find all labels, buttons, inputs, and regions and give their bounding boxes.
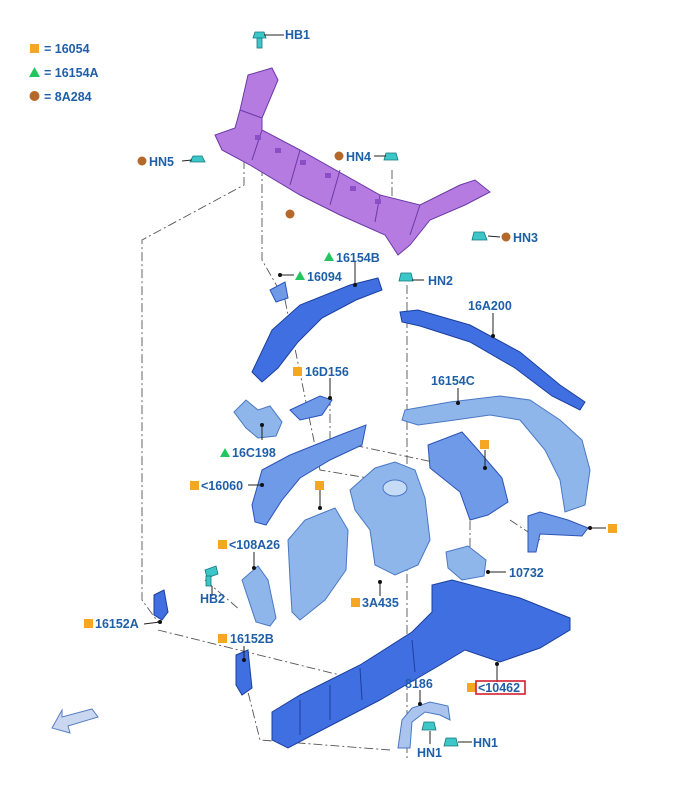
hn4-marker-icon xyxy=(334,151,344,161)
leader-lines xyxy=(143,34,606,744)
nut-hn3-icon xyxy=(471,231,488,241)
108a26-marker-icon xyxy=(218,540,227,549)
bracket-8186-part xyxy=(397,701,451,749)
right-bracket-marker-icon xyxy=(480,440,489,449)
label-16152b: 16152B xyxy=(230,632,274,646)
bracket-16152b-part xyxy=(235,649,253,696)
label-hn3: HN3 xyxy=(513,231,538,245)
legend-item-square: = 16054 xyxy=(44,42,90,56)
3a435-marker-icon xyxy=(351,598,360,607)
label-16c198: 16C198 xyxy=(232,446,276,460)
label-hn2: HN2 xyxy=(428,274,453,288)
label-16060: <16060 xyxy=(201,479,243,493)
front-direction-arrow-icon xyxy=(51,708,99,734)
legend-circle-icon xyxy=(29,91,40,101)
bracket-right-upper-part xyxy=(427,431,509,521)
reinforcement-16060-part xyxy=(251,424,367,526)
16c198-marker-icon xyxy=(220,448,230,457)
label-markers xyxy=(84,151,617,692)
label-hn5: HN5 xyxy=(149,155,174,169)
upper-rail-right-part xyxy=(399,309,586,411)
bracket-16c198-part xyxy=(233,399,283,439)
label-hb1: HB1 xyxy=(285,28,310,42)
bracket-right-mount-part xyxy=(527,511,589,553)
label-hn4: HN4 xyxy=(346,150,371,164)
bracket-10732-part xyxy=(445,545,487,581)
bracket-16152a-part xyxy=(153,589,169,621)
10462-marker-icon xyxy=(467,683,476,692)
apron-16154c-part xyxy=(401,395,591,513)
radiator-support-marker-icon xyxy=(285,209,295,219)
nut-hn1-left-icon xyxy=(421,721,437,731)
radiator-support-part xyxy=(214,67,491,256)
16154b-marker-icon xyxy=(324,252,334,261)
highlight-box-10462 xyxy=(475,680,526,695)
wheelhouse-marker-icon xyxy=(315,481,324,490)
label-10732: 10732 xyxy=(509,566,544,580)
shock-tower-3a435-part xyxy=(349,461,431,576)
bracket-108a26-part xyxy=(241,565,277,627)
label-16152a: 16152A xyxy=(95,617,139,631)
fasteners xyxy=(189,31,488,747)
16152a-marker-icon xyxy=(84,619,93,628)
label-hn1-left: HN1 xyxy=(417,746,442,760)
right-mount-marker-icon xyxy=(608,524,617,533)
nut-hn2-icon xyxy=(398,272,414,282)
legend-square-icon xyxy=(30,44,39,53)
legend-item-circle: = 8A284 xyxy=(44,90,92,104)
legend: = 16054 = 16154A = 8A284 xyxy=(29,42,99,104)
label-16094: 16094 xyxy=(307,270,342,284)
nut-hn1-right-icon xyxy=(443,737,459,747)
16060-marker-icon xyxy=(190,481,199,490)
label-hn1-right: HN1 xyxy=(473,736,498,750)
nut-hn4-icon xyxy=(383,152,399,161)
bolt-hb2-icon xyxy=(204,565,219,587)
label-16d156: 16D156 xyxy=(305,365,349,379)
legend-triangle-icon xyxy=(29,67,40,77)
lower-main-rail-part xyxy=(271,579,571,749)
bracket-16d156-part xyxy=(289,395,333,421)
part-labels: HB1 HN5 HN4 HN3 HN2 16154B 16094 16A200 … xyxy=(95,28,544,760)
16094-marker-icon xyxy=(295,271,305,280)
16d156-marker-icon xyxy=(293,367,302,376)
16152b-marker-icon xyxy=(218,634,227,643)
hn5-marker-icon xyxy=(137,156,147,166)
hn3-marker-icon xyxy=(501,232,511,242)
label-16154b: 16154B xyxy=(336,251,380,265)
label-3a435: 3A435 xyxy=(362,596,399,610)
label-108a26: <108A26 xyxy=(229,538,280,552)
legend-item-triangle: = 16154A xyxy=(44,66,99,80)
label-8186: 8186 xyxy=(405,677,433,691)
label-16154c: 16154C xyxy=(431,374,475,388)
upper-rail-left-part xyxy=(251,277,383,383)
nut-hn5-icon xyxy=(189,155,206,163)
bolt-hb1-icon xyxy=(252,31,267,49)
label-hb2: HB2 xyxy=(200,592,225,606)
wheelhouse-panel-part xyxy=(287,507,349,621)
label-10462: <10462 xyxy=(478,681,520,695)
label-16a200: 16A200 xyxy=(468,299,512,313)
